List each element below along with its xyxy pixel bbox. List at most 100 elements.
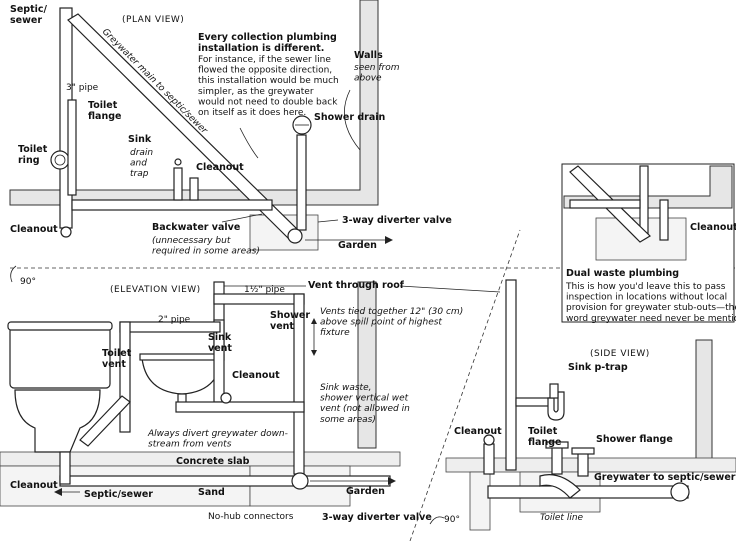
sink-waste-horizontal (175, 401, 305, 413)
sink-rim (139, 353, 225, 361)
pipe-15-label: 1½" pipe (244, 285, 285, 295)
plan-garden-label: Garden (338, 240, 377, 251)
plan-sink-label: Sink (128, 134, 152, 145)
slab-label: Concrete slab (176, 456, 250, 467)
plan-pipe-label: 3" pipe (66, 83, 99, 93)
toilet-tank-lid (7, 321, 113, 331)
plan-diverter-label: 3-way diverter valve (342, 215, 452, 226)
side-vent-pipe (505, 279, 517, 471)
elevation-angle-label: 90° (444, 515, 460, 525)
plan-horizontal-pipe (71, 199, 273, 211)
sink-p-trap (547, 391, 565, 421)
plan-walls-label: Walls (354, 50, 383, 61)
plan-garden-arrowhead (385, 236, 393, 244)
plan-cleanout-mid-label: Cleanout (196, 162, 244, 173)
elevation-cleanout-label: Cleanout (232, 370, 280, 381)
plan-toilet-branch (67, 99, 77, 196)
inset-vertical-pipe-2 (659, 199, 669, 241)
elevation-diverter (291, 472, 309, 490)
side-greywater-label: Greywater to septic/sewer (594, 472, 736, 483)
side-gravel (469, 471, 491, 531)
toilet-vent-pipe (119, 321, 131, 433)
elevation-angle-arc (429, 516, 445, 525)
plan-backwater-leader (221, 213, 263, 223)
sink-ptrap-label: Sink p-trap (568, 362, 628, 373)
vent-roof-label: Vent through roof (308, 280, 405, 291)
vent-horizontal-top (213, 293, 305, 305)
side-cleanout-label: Cleanout (454, 426, 502, 437)
elevation-garden-arrowhead (388, 477, 396, 485)
elevation-cleanout-cap (220, 392, 232, 404)
elevation-diagonal-drain (79, 395, 131, 447)
elevation-view: (ELEVATION VIEW) Vent through roof 1½" p… (0, 280, 501, 525)
toilet-tank (9, 325, 111, 389)
toilet-ring-inner (54, 154, 66, 166)
plan-angle-label: 90° (20, 277, 36, 287)
divert-label: Always divert greywater down-stream from… (147, 429, 288, 450)
elevation-septic-arrowhead (54, 488, 62, 496)
plan-view: (PLAN VIEW) Septic/sewer Greywater main … (9, 0, 452, 287)
side-drain-curve (539, 474, 581, 499)
side-cleanout-cap (483, 434, 495, 446)
pipe-2-label: 2" pipe (158, 315, 191, 325)
plan-sink-cap (174, 158, 182, 166)
inset-title: Dual waste plumbing (566, 268, 679, 279)
plan-shower-pipe (296, 134, 307, 231)
elevation-garden-label: Garden (346, 486, 385, 497)
side-sink-horizontal (515, 397, 553, 407)
side-toilet-flange (545, 441, 569, 449)
plan-diverter-leader (317, 219, 339, 223)
side-sink-riser (549, 383, 559, 399)
plan-cleanout-pipe (189, 177, 199, 201)
plan-cleanout-left-label: Cleanout (10, 224, 58, 235)
elevation-diverter-label: 3-way diverter valve (322, 512, 432, 523)
side-shower-flange-label: Shower flange (596, 434, 673, 445)
sink-basin (141, 357, 223, 395)
side-toilet-line-label: Toilet line (540, 513, 584, 523)
plan-title: (PLAN VIEW) (122, 15, 184, 25)
side-wall (695, 339, 713, 461)
plan-wall (9, 0, 379, 206)
side-shower-flange (571, 447, 595, 455)
elevation-cleanout-riser (59, 451, 71, 485)
side-title: (SIDE VIEW) (590, 349, 650, 359)
inset-dual-waste: Cleanout Dual waste plumbing This is how… (561, 163, 736, 324)
divider-diagonal (409, 229, 521, 541)
side-cleanout-pipe (483, 443, 495, 475)
inset-cleanout-label: Cleanout (690, 222, 736, 233)
inset-horizontal-pipe (569, 199, 641, 209)
vents-tied-arrow-down (311, 350, 317, 356)
plan-backwater-label: Backwater valve (152, 222, 240, 233)
side-vent-leader (399, 285, 501, 293)
toilet-ring (50, 150, 70, 170)
elevation-cleanout-bottom-label: Cleanout (10, 480, 58, 491)
side-main-drain (487, 485, 689, 499)
plan-note-leader (239, 127, 259, 159)
shower-vent-pipe (293, 293, 305, 475)
no-hub-label: No-hub connectors (208, 512, 294, 522)
elevation-wall (357, 281, 377, 449)
vents-tied-arrow-up (311, 318, 317, 324)
elevation-title: (ELEVATION VIEW) (110, 285, 201, 295)
plan-angle-arc (10, 265, 17, 283)
plan-cleanout-cap (60, 226, 72, 238)
plan-walls-leader (344, 89, 361, 151)
side-toilet-flange-pipe (551, 445, 563, 475)
vents-tied-label: Vents tied together 12" (30 cm)above spi… (320, 307, 463, 338)
plan-septic-label: Septic/sewer (10, 4, 48, 26)
plan-diverter (287, 228, 303, 244)
plan-shower-drain-label: Shower drain (314, 112, 385, 123)
